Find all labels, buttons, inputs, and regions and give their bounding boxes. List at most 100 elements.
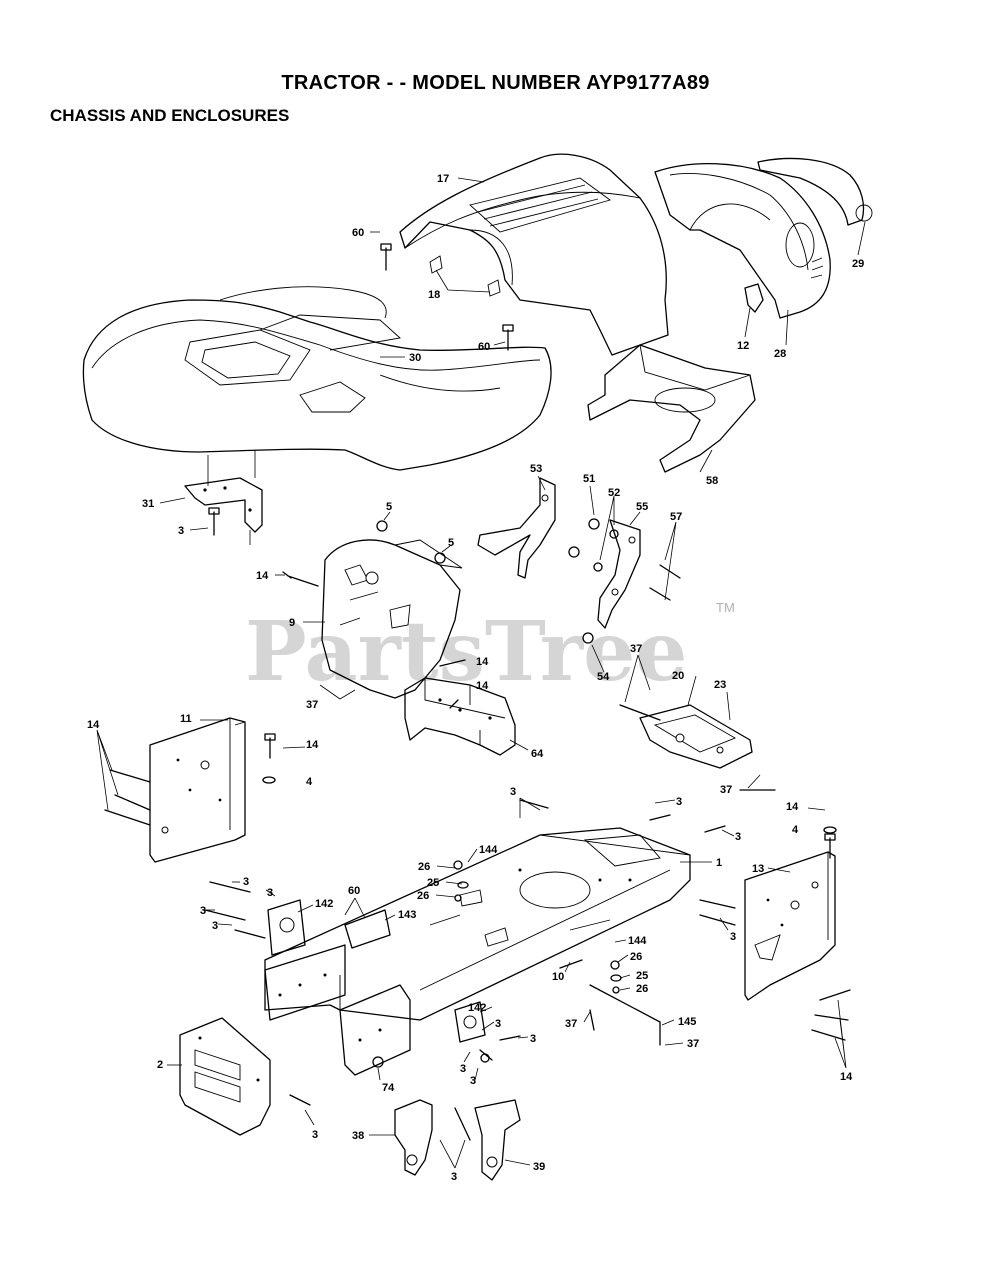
callout-60: 60 [352,227,364,239]
callout-12: 12 [737,340,749,352]
part-hood[interactable] [399,153,669,356]
callout-11: 11 [180,713,192,725]
callout-14: 14 [476,680,489,692]
part-rod-145[interactable] [589,984,661,1046]
callout-58: 58 [706,475,718,487]
part-dash-panel[interactable] [587,344,756,473]
callout-37: 37 [565,1018,577,1030]
callout-3: 3 [495,1018,501,1030]
part-bracket-142b[interactable] [454,1001,486,1043]
callout-25: 25 [427,877,439,889]
callout-39: 39 [533,1161,545,1173]
part-dash-support[interactable] [321,539,463,699]
callout-17: 17 [437,173,449,185]
callout-3: 3 [460,1063,466,1075]
part-bracket-143[interactable] [344,909,391,949]
callout-14: 14 [256,570,269,582]
hardware-bolts[interactable] [104,243,851,1141]
leader-lines [96,177,866,1169]
callout-3: 3 [212,920,218,932]
callout-60: 60 [348,885,360,897]
callout-143: 143 [398,909,416,921]
callout-29: 29 [852,258,864,270]
callout-54: 54 [597,671,610,683]
callout-52: 52 [608,487,620,499]
part-main-frame[interactable] [264,827,691,1021]
part-bracket-39[interactable] [474,1099,521,1181]
callout-55: 55 [636,501,648,513]
hardware-washers[interactable] [262,776,837,1068]
callout-3: 3 [312,1129,318,1141]
part-bracket-55[interactable] [597,519,641,629]
callout-14: 14 [840,1071,853,1083]
callout-37: 37 [306,699,318,711]
callout-26: 26 [417,890,429,902]
callout-14: 14 [306,739,319,751]
callout-18: 18 [428,289,440,301]
callout-14: 14 [476,656,489,668]
callout-14: 14 [786,801,799,813]
callout-37: 37 [720,784,732,796]
callout-144: 144 [628,935,647,947]
callout-3: 3 [200,905,206,917]
callout-37: 37 [687,1038,699,1050]
part-latch[interactable] [744,283,764,313]
part-bracket-38[interactable] [394,1099,433,1176]
callout-25: 25 [636,970,648,982]
callout-3: 3 [510,786,516,798]
callout-14: 14 [87,719,100,731]
callout-23: 23 [714,679,726,691]
part-fender[interactable] [82,286,552,471]
callout-10: 10 [552,971,564,983]
callout-13: 13 [752,863,764,875]
part-frame-rail-right[interactable] [339,984,411,1076]
callout-3: 3 [243,876,249,888]
part-bracket-53[interactable] [477,477,556,579]
callout-3: 3 [470,1075,476,1087]
callout-4: 4 [792,824,799,836]
callout-57: 57 [670,511,682,523]
part-grille-lens[interactable] [757,157,873,226]
part-side-panel-left[interactable] [149,717,246,863]
callout-2: 2 [157,1059,163,1071]
callout-3: 3 [530,1033,536,1045]
part-bracket-142[interactable] [267,899,306,956]
part-plate-20[interactable] [639,704,753,769]
callout-60: 60 [478,341,490,353]
callout-28: 28 [774,348,786,360]
part-seat-bracket[interactable] [184,450,263,545]
callout-5: 5 [448,537,454,549]
callout-30: 30 [409,352,421,364]
callout-26: 26 [630,951,642,963]
callout-3: 3 [735,831,741,843]
callout-145: 145 [678,1016,696,1028]
callout-26: 26 [418,861,430,873]
page-title: TRACTOR - - MODEL NUMBER AYP9177A89 [281,72,710,94]
callout-5: 5 [386,501,392,513]
part-front-plate[interactable] [179,1017,271,1136]
callout-53: 53 [530,463,542,475]
callout-51: 51 [583,473,595,485]
callout-37: 37 [630,643,642,655]
part-grille[interactable] [654,163,831,319]
hardware-nuts[interactable] [376,518,619,644]
callout-142: 142 [468,1002,486,1014]
callout-26: 26 [636,983,648,995]
callout-64: 64 [531,748,544,760]
callout-3: 3 [451,1171,457,1183]
callout-labels: 17 60 18 29 12 28 30 60 58 31 3 53 51 52… [87,173,864,1183]
callout-3: 3 [676,796,682,808]
callout-3: 3 [730,931,736,943]
callout-3: 3 [178,525,184,537]
callout-144: 144 [479,844,498,856]
callout-1: 1 [716,857,722,869]
callout-9: 9 [289,617,295,629]
callout-38: 38 [352,1130,364,1142]
part-frame-rail-left[interactable] [264,944,346,1021]
part-bracket-64[interactable] [404,677,516,756]
callout-74: 74 [382,1082,395,1094]
callout-20: 20 [672,670,684,682]
callout-4: 4 [306,776,313,788]
callout-142: 142 [315,898,333,910]
